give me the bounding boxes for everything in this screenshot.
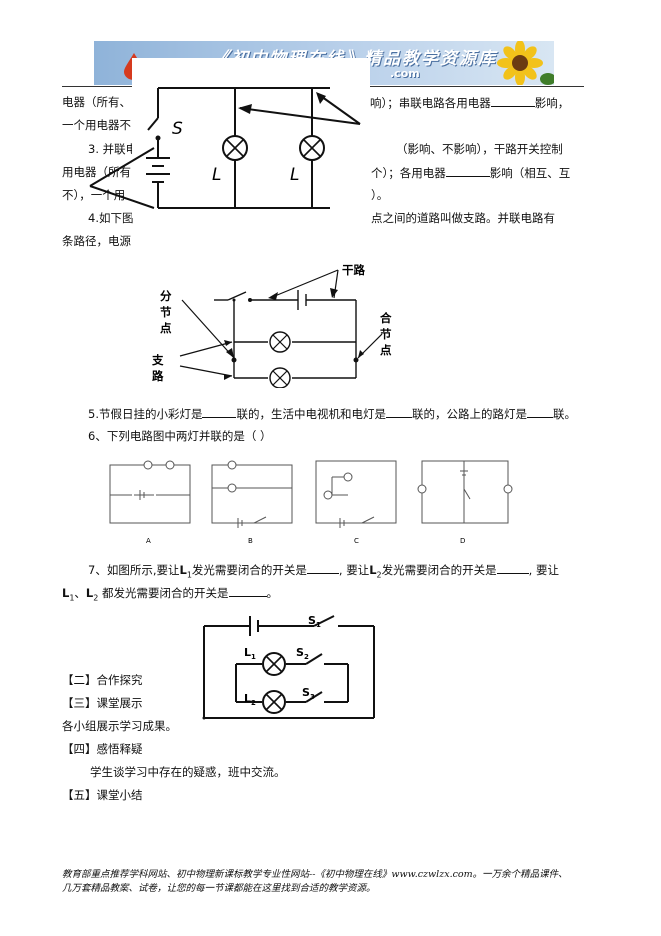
blank[interactable] bbox=[306, 561, 339, 574]
overlay-circuit-figure: S L L bbox=[89, 58, 370, 218]
para-line-6b: 点之间的道路叫做支路。并联电路有 bbox=[371, 211, 555, 225]
label-l1: L bbox=[244, 646, 251, 659]
para-line-3b: （影响、不影响），干路开关控制 bbox=[396, 142, 563, 156]
blank[interactable] bbox=[496, 561, 529, 574]
label-l1: L bbox=[212, 165, 221, 185]
section-5: 【五】课堂小结 bbox=[62, 788, 143, 802]
section-4-text: 学生谈学习中存在的疑惑，班中交流。 bbox=[90, 765, 286, 779]
para-line-7: 条路径，电源 bbox=[62, 234, 131, 248]
question-5: 5.节假日挂的小彩灯是联的，生活中电视机和电灯是联的，公路上的路灯是联。 bbox=[88, 405, 576, 421]
blank[interactable] bbox=[385, 405, 412, 418]
label-jie: 节 bbox=[160, 305, 172, 319]
label-s3: S bbox=[302, 686, 310, 699]
option-c: C bbox=[354, 537, 359, 545]
question-7-line-1: 7、如图所示,要让L1发光需要闭合的开关是, 要让L2发光需要闭合的开关是, 要… bbox=[88, 561, 559, 580]
label-l2-sub: 2 bbox=[251, 699, 256, 707]
label-he: 合 bbox=[380, 311, 392, 325]
label-s3-sub: 3 bbox=[310, 693, 315, 701]
blank[interactable] bbox=[526, 405, 553, 418]
para-line-4b: 个）；各用电器影响（相互、互 bbox=[371, 164, 571, 180]
q7-circuit-diagram: S 1 S 2 S 3 L 1 L 2 bbox=[202, 614, 375, 720]
label-s: S bbox=[172, 119, 183, 139]
para-line-5: 不），一个用 bbox=[62, 188, 126, 202]
banner-url: .com bbox=[390, 67, 420, 80]
option-d: D bbox=[460, 537, 465, 545]
blank[interactable] bbox=[202, 405, 237, 418]
option-a: A bbox=[146, 537, 151, 545]
para-line-4: 用电器（所有 bbox=[62, 165, 131, 179]
para-line-1b: 响）；串联电路各用电器影响， bbox=[370, 94, 570, 110]
blank[interactable] bbox=[228, 584, 267, 597]
label-zhi: 支 bbox=[151, 353, 164, 367]
label-s1: S bbox=[308, 614, 316, 627]
label-jie2: 节 bbox=[380, 327, 392, 341]
section-3-text: 各小组展示学习成果。 bbox=[62, 719, 177, 733]
label-fen: 分 bbox=[160, 289, 172, 303]
label-s1-sub: 1 bbox=[316, 621, 321, 629]
sunflower-icon bbox=[497, 41, 554, 85]
footer-line-1: 教育部重点推荐学科网站、初中物理新课标教学专业性网站--《初中物理在线》www.… bbox=[62, 869, 568, 880]
section-2: 【二】合作探究 bbox=[62, 673, 143, 687]
question-6: 6、下列电路图中两灯并联的是（ ） bbox=[88, 429, 272, 443]
label-dian2: 点 bbox=[380, 343, 392, 357]
para-line-1: 电器（所有、 bbox=[62, 95, 131, 109]
parallel-circuit-diagram: 干路 分 节 点 合 节 点 支 路 bbox=[151, 263, 392, 388]
para-line-6: 4.如下图 bbox=[88, 211, 134, 225]
question-6-options: A B C D bbox=[109, 460, 513, 545]
question-7-line-2: L1、L2 都发光需要闭合的开关是。 bbox=[62, 584, 278, 603]
label-l1-sub: 1 bbox=[251, 653, 256, 661]
label-dian: 点 bbox=[160, 321, 172, 335]
para-line-3: 3. 并联电 bbox=[88, 142, 138, 156]
section-3: 【三】课堂展示 bbox=[62, 696, 143, 710]
blank[interactable] bbox=[490, 94, 535, 107]
footer-line-2: 几万套精品教案、试卷，让您的每一节课都能在这里找到合适的教学资源。 bbox=[62, 883, 376, 894]
label-l2: L bbox=[290, 165, 299, 185]
label-l2: L bbox=[244, 692, 251, 705]
para-line-5b: ）。 bbox=[371, 188, 389, 202]
option-b: B bbox=[248, 537, 253, 545]
blank[interactable] bbox=[445, 164, 490, 177]
para-line-2: 一个用电器不 bbox=[62, 118, 131, 132]
label-s2-sub: 2 bbox=[304, 653, 309, 661]
label-lu: 路 bbox=[152, 369, 164, 383]
section-4: 【四】感悟释疑 bbox=[62, 742, 143, 756]
label-s2: S bbox=[296, 646, 304, 659]
label-ganlu: 干路 bbox=[342, 263, 365, 277]
